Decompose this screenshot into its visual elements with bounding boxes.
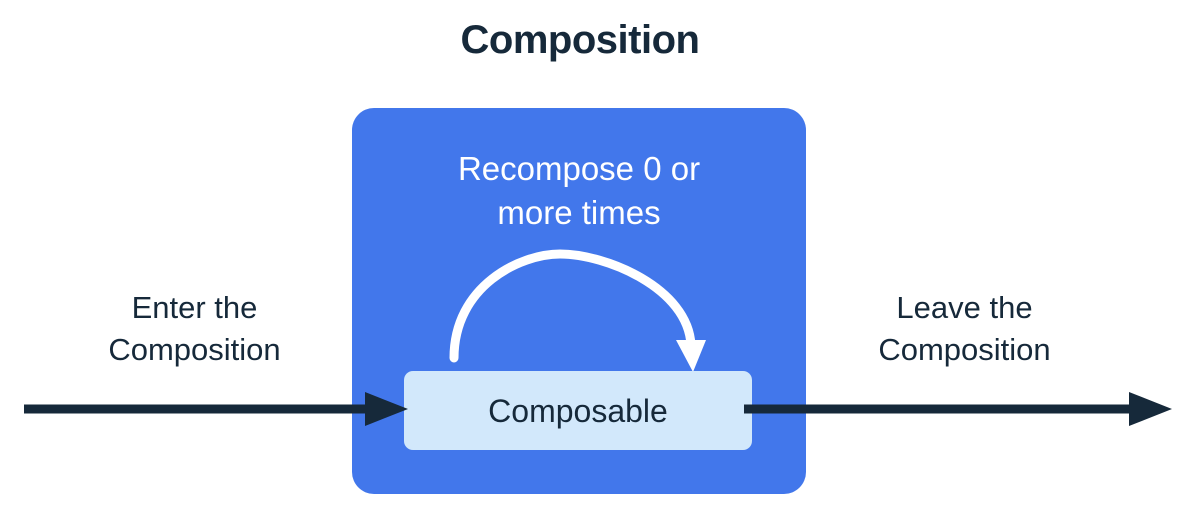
page-title: Composition	[460, 18, 700, 62]
composable-box: Composable	[404, 371, 752, 450]
recompose-label: Recompose 0 or more times	[457, 150, 701, 232]
leave-composition-caption: Leave the Composition	[878, 290, 1051, 367]
right-arrow-icon	[744, 392, 1172, 426]
composable-label: Composable	[488, 392, 668, 429]
enter-composition-caption: Enter the Composition	[108, 290, 281, 367]
